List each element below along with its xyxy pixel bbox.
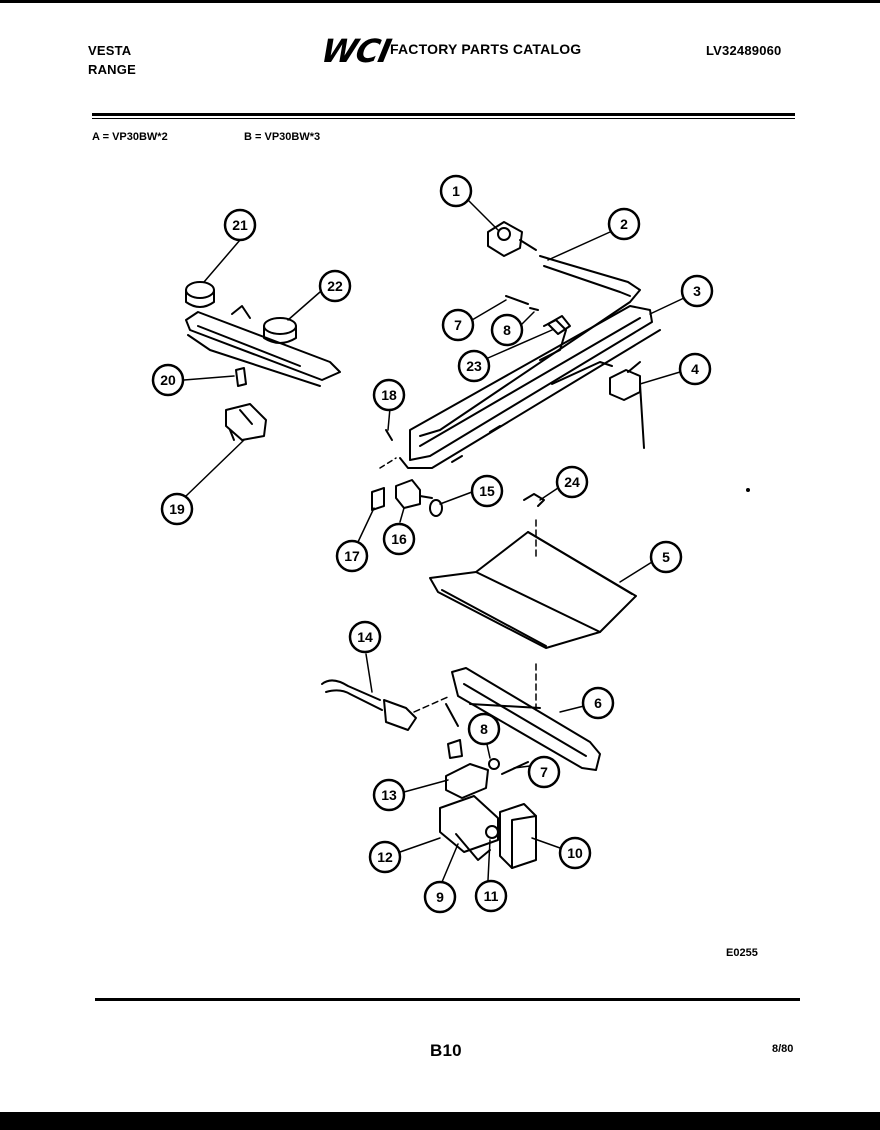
product-name: RANGE: [88, 62, 136, 77]
callout-1: [439, 174, 473, 208]
burner-bracket: [225, 367, 267, 441]
callout-label: 7: [540, 764, 548, 780]
model-number: LV32489060: [706, 43, 782, 58]
callout-18: [372, 378, 406, 412]
callout-label: 23: [466, 358, 482, 374]
callout-8-upper: [490, 313, 524, 347]
catalog-title: FACTORY PARTS CATALOG: [390, 41, 582, 57]
callout-12: [368, 840, 402, 874]
callout-14: [348, 620, 382, 654]
callout-label: 16: [391, 531, 407, 547]
callout-label: 20: [160, 372, 176, 388]
callout-label: 19: [169, 501, 185, 517]
burner-shield: [429, 531, 637, 649]
header-rule: [92, 113, 795, 116]
callout-19: [160, 492, 194, 526]
valve-components: [371, 429, 443, 517]
page-number: B10: [430, 1041, 462, 1060]
clip: [523, 493, 545, 507]
callout-label: 24: [564, 474, 580, 490]
top-burner-assembly: [185, 281, 341, 387]
callout-20: [151, 363, 185, 397]
callout-label: 2: [620, 216, 628, 232]
callout-13: [372, 778, 406, 812]
callout-label: 22: [327, 278, 343, 294]
igniter: [321, 679, 417, 731]
callout-9: [423, 880, 457, 914]
callout-label: 9: [436, 889, 444, 905]
callouts: [151, 174, 714, 914]
footer-date: 8/80: [772, 1043, 794, 1055]
stray-mark: [746, 488, 750, 492]
leader-lines: [183, 197, 685, 883]
manifold-pipe: [399, 255, 661, 469]
callout-label: 15: [479, 483, 495, 499]
gas-valve: [487, 221, 537, 257]
callout-4: [678, 352, 712, 386]
callout-label: 17: [344, 548, 360, 564]
footer-rule: [95, 998, 800, 1001]
safety-valve-assembly: [439, 739, 537, 869]
callout-label: 21: [232, 217, 248, 233]
callout-21: [223, 208, 257, 242]
callout-5: [649, 540, 683, 574]
callout-15: [470, 474, 504, 508]
callout-label: 4: [691, 361, 699, 377]
callout-label: 6: [594, 695, 602, 711]
callout-10: [558, 836, 592, 870]
callout-label: 18: [381, 387, 397, 403]
bottom-border: [0, 1112, 880, 1130]
callout-label: 10: [567, 845, 583, 861]
callout-6: [581, 686, 615, 720]
callout-label: 12: [377, 849, 393, 865]
callout-label: 7: [454, 317, 462, 333]
callout-label: 14: [357, 629, 373, 645]
drawing-id: E0255: [726, 947, 758, 959]
callout-22: [318, 269, 352, 303]
fittings-upper: [505, 295, 571, 335]
model-variant-a: A = VP30BW*2: [92, 131, 168, 143]
callout-11: [474, 879, 508, 913]
oven-sensor: [609, 361, 645, 449]
callout-8-lower: [467, 712, 501, 746]
callout-label: 1: [452, 183, 460, 199]
callout-23: [457, 349, 491, 383]
model-variant-b: B = VP30BW*3: [244, 131, 321, 143]
callout-24: [555, 465, 589, 499]
callout-17: [335, 539, 369, 573]
callout-label: 8: [503, 322, 511, 338]
callout-7-upper: [441, 308, 475, 342]
callout-label: 5: [662, 549, 670, 565]
callout-2: [607, 207, 641, 241]
callout-3: [680, 274, 714, 308]
callout-label: 3: [693, 283, 701, 299]
callout-label: 11: [484, 888, 499, 904]
callout-label: 13: [381, 787, 397, 803]
header-rule-thin: [92, 118, 795, 119]
callout-label: 8: [480, 721, 488, 737]
brand-name: VESTA: [88, 43, 132, 58]
oven-burner: [445, 667, 601, 771]
callout-7-lower: [527, 755, 561, 789]
callout-16: [382, 522, 416, 556]
top-border: [0, 0, 880, 3]
